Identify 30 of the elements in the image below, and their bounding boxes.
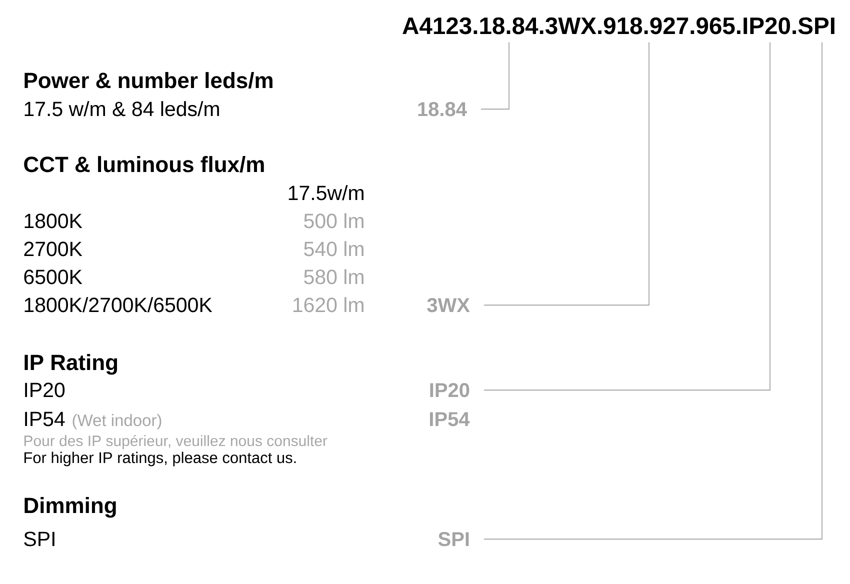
note-text: For higher IP ratings, please contact us. — [24, 452, 296, 466]
product-code: A4123.18.84.3WX.918.927.965.IP20.SPI — [402, 17, 834, 34]
section-heading: Power & number leds/m — [24, 72, 272, 88]
flux-value: 540 lm — [304, 241, 364, 256]
flux-value: 580 lm — [304, 269, 364, 284]
option-text: SPI — [24, 532, 54, 546]
option-text: 2700K — [24, 242, 82, 256]
leader-line — [484, 42, 650, 306]
leader-line — [484, 42, 770, 391]
section-heading: IP Rating — [24, 354, 118, 375]
leader-line — [484, 42, 822, 540]
option-text: IP54 — [25, 412, 65, 426]
annotation-text: (Wet indoor) — [72, 414, 162, 430]
code-label: SPI — [438, 532, 469, 546]
column-header: 17.5w/m — [288, 185, 364, 200]
note-text: Pour des IP supérieur, veuillez nous consulter — [24, 434, 328, 450]
option-text: 1800K — [24, 214, 82, 228]
code-label: IP20 — [430, 383, 470, 398]
section-heading: Dimming — [24, 497, 116, 518]
code-label: 3WX — [427, 298, 470, 312]
option-text: 6500K — [24, 270, 82, 284]
flux-value: 1620 lm — [293, 297, 364, 312]
flux-value: 500 lm — [304, 213, 364, 228]
option-text: IP20 — [25, 382, 65, 398]
section-heading: CCT & luminous flux/m — [24, 156, 264, 172]
option-text: 17.5 w/m & 84 leds/m — [24, 101, 219, 116]
leader-line — [480, 42, 510, 110]
option-text: 1800K/2700K/6500K — [24, 297, 212, 312]
code-label: IP54 — [430, 412, 470, 426]
code-label: 18.84 — [418, 102, 467, 116]
